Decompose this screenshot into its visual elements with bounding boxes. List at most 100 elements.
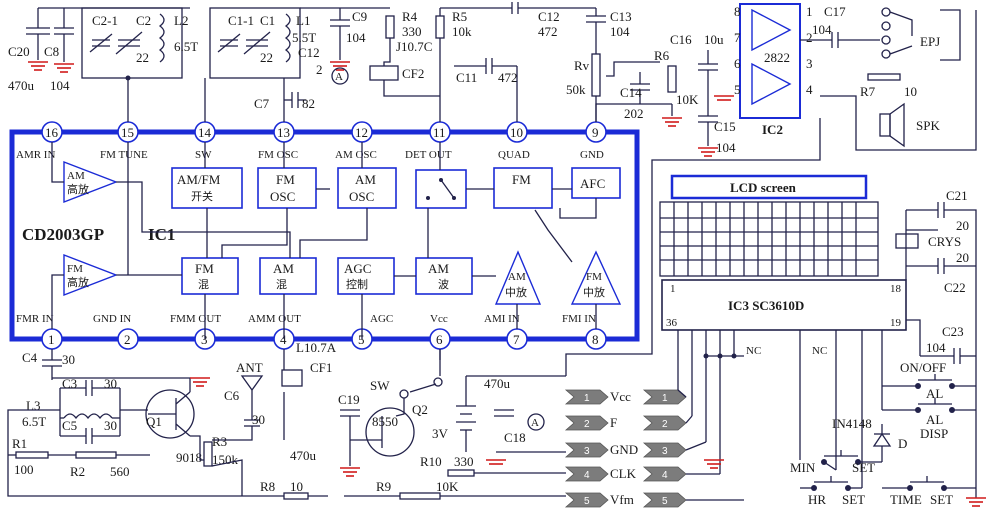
node-a-bottom (527, 413, 545, 431)
pin-1-num: 1 (48, 332, 55, 347)
c23-label: C23 (942, 324, 964, 339)
conn-right-5: 5 (662, 496, 668, 507)
r4-value: 330 (402, 24, 422, 39)
r6-value: 10K (676, 92, 699, 107)
c470b-label: 470u (484, 376, 511, 391)
pin-3-label: FMM OUT (170, 313, 221, 325)
ic3-pin-1: 1 (670, 283, 676, 295)
am-osc-label: AM (355, 172, 376, 187)
c15-value: 104 (716, 140, 736, 155)
conn-right-1: 1 (662, 393, 668, 404)
c7-value: 82 (302, 96, 315, 111)
l2-value: 6.5T (174, 39, 198, 54)
r4-label: R4 (402, 9, 418, 24)
time-label: TIME (890, 492, 922, 507)
c1-label: C1 (260, 13, 275, 28)
pin-5-num: 5 (358, 332, 365, 347)
ic2-part: 2822 (764, 50, 790, 65)
r10-value: 330 (454, 454, 474, 469)
r8-value: 10 (290, 479, 303, 494)
node-a-top-label: A (335, 71, 343, 83)
c5-label: C5 (62, 418, 77, 433)
pin-13-num: 13 (277, 125, 290, 140)
afc-block (571, 167, 621, 199)
pin-15-label: FM TUNE (100, 149, 148, 161)
j10-label: J10.7C (396, 39, 432, 54)
c20-value: 470u (8, 78, 35, 93)
agc-label: AGC (344, 261, 371, 276)
conn-left-4: 4 (584, 470, 590, 481)
diode-label: IN4148 (832, 416, 872, 431)
c22-label: C22 (944, 280, 966, 295)
ic1-top-pins: 16 15 14 13 12 11 10 9 AMR IN FM TUNE SW… (16, 121, 607, 161)
top-components: C20 470u C8 104 C2-1 C2 22 L2 6.5T C1-1 … (8, 2, 977, 157)
r7-label: R7 (860, 84, 876, 99)
pin-8-label: FMI IN (562, 313, 596, 325)
node-a-bottom-label: A (531, 417, 539, 429)
am-rf-amp-label: AM (67, 170, 85, 182)
c4-label: C4 (22, 350, 38, 365)
am-osc-sub: OSC (349, 189, 374, 204)
interconnect-wires (7, 103, 821, 497)
onoff-label: ON/OFF (900, 360, 946, 375)
pin-2-num: 2 (124, 332, 131, 347)
l2-label: L2 (174, 13, 188, 28)
pin-8-num: 8 (592, 332, 599, 347)
hr-label: HR (808, 492, 826, 507)
conn-signal-1: Vcc (610, 389, 631, 404)
c12-small-value: 2 (316, 62, 323, 77)
am-rf-amp-sub: 高放 (67, 182, 89, 196)
conn-right-2: 2 (662, 419, 668, 430)
c6-value: 30 (252, 412, 265, 427)
ant-label: ANT (236, 360, 263, 375)
epj-label: EPJ (920, 34, 940, 49)
c12-value: 472 (538, 24, 558, 39)
c5-value: 30 (104, 418, 117, 433)
ic3-pin-36: 36 (666, 317, 678, 329)
fm-rf-amp-triangle (63, 253, 118, 297)
r8-label: R8 (260, 479, 275, 494)
r9-value: 10K (436, 479, 459, 494)
al-label: AL (926, 386, 943, 401)
pin-12-num: 12 (355, 125, 368, 140)
set2-label: SET (842, 492, 865, 507)
rv-label: Rv (574, 58, 590, 73)
diode-ref: D (898, 436, 907, 451)
c21-label: C21 (946, 188, 968, 203)
q2-label: Q2 (412, 402, 428, 417)
c12-label: C12 (538, 9, 560, 24)
conn-signal-2: F (610, 415, 617, 430)
c8-label: C8 (44, 44, 59, 59)
r9-label: R9 (376, 479, 391, 494)
pin-13-label: FM OSC (258, 149, 298, 161)
lcd-segments (660, 202, 878, 276)
am-rf-amp-triangle (63, 160, 118, 204)
c3-value: 30 (104, 376, 117, 391)
c2-value: 22 (136, 50, 149, 65)
pin-9-label: GND (580, 149, 604, 161)
c20-label: C20 (8, 44, 30, 59)
det-switch-contact (440, 179, 455, 199)
c9-label: C9 (352, 9, 367, 24)
pin-4-num: 4 (280, 332, 287, 347)
ic3-name: IC3 SC3610D (728, 298, 804, 313)
am-if-label: AM (508, 271, 526, 283)
pin-14-label: SW (195, 149, 212, 161)
c21-value: 20 (956, 218, 969, 233)
am-if-sub: 中放 (505, 285, 527, 299)
agc-sub: 控制 (346, 277, 368, 291)
pin-1-label: FMR IN (16, 313, 54, 325)
lcd-title: LCD screen (730, 180, 797, 195)
conn-right-3: 3 (662, 446, 668, 457)
am-det-label: AM (428, 261, 449, 276)
r2-value: 560 (110, 464, 130, 479)
amfm-switch-sub: 开关 (191, 189, 213, 203)
aldisp-a-label: AL (926, 412, 943, 427)
ic2-pin-6: 6 (734, 56, 741, 71)
c470-label: 470u (290, 448, 317, 463)
conn-left-2: 2 (584, 419, 590, 430)
det-switch-block (415, 169, 467, 209)
ic2-pin-4: 4 (806, 82, 813, 97)
